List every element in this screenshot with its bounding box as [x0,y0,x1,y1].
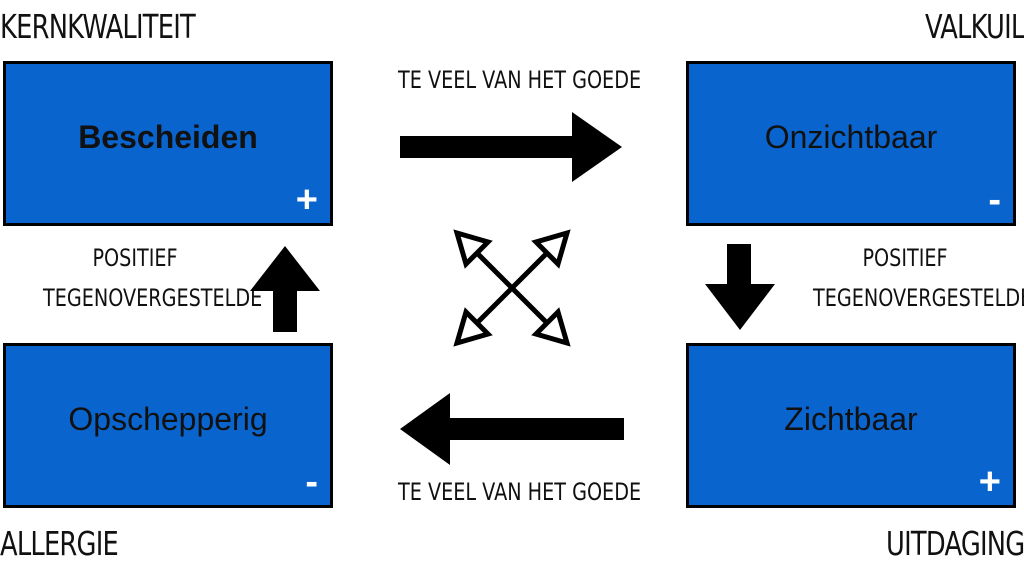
side-label-left-line1: POSITIEF [92,244,178,272]
box-title-bescheiden: Bescheiden [78,119,258,155]
arrow-left-icon [400,393,624,465]
side-label-left: POSITIEF TEGENOVERGESTELDE [43,238,263,318]
plus-icon: + [295,179,318,221]
corner-label-uitdaging: UITDAGING [885,524,1024,563]
corner-label-allergie: ALLERGIE [0,524,119,563]
minus-icon: - [305,461,318,503]
minus-icon: - [988,179,1001,221]
box-allergie: Opschepperig - [3,343,333,508]
box-valkuil: Onzichtbaar - [686,61,1016,226]
corner-label-valkuil: VALKUIL [924,7,1024,46]
box-title-onzichtbaar: Onzichtbaar [764,119,938,155]
side-label-right-line2: TEGENOVERGESTELDE [813,284,1024,312]
side-label-left-line2: TEGENOVERGESTELDE [43,284,263,312]
four-way-arrows-icon [453,229,571,347]
arrow-up-icon [250,246,320,332]
box-kernkwaliteit: Bescheiden + [3,61,333,226]
side-label-right: POSITIEF TEGENOVERGESTELDE [813,238,1024,318]
arrow-label-bottom: TE VEEL VAN HET GOEDE [398,478,642,506]
plus-icon: + [978,461,1001,503]
box-title-zichtbaar: Zichtbaar [784,401,918,437]
corner-label-kernkwaliteit: KERNKWALITEIT [0,7,196,46]
side-label-right-line1: POSITIEF [862,244,948,272]
box-uitdaging: Zichtbaar + [686,343,1016,508]
arrow-down-icon [705,244,775,330]
arrow-label-top: TE VEEL VAN HET GOEDE [398,66,642,94]
arrow-right-icon [400,112,622,182]
box-title-opschepperig: Opschepperig [68,401,268,437]
